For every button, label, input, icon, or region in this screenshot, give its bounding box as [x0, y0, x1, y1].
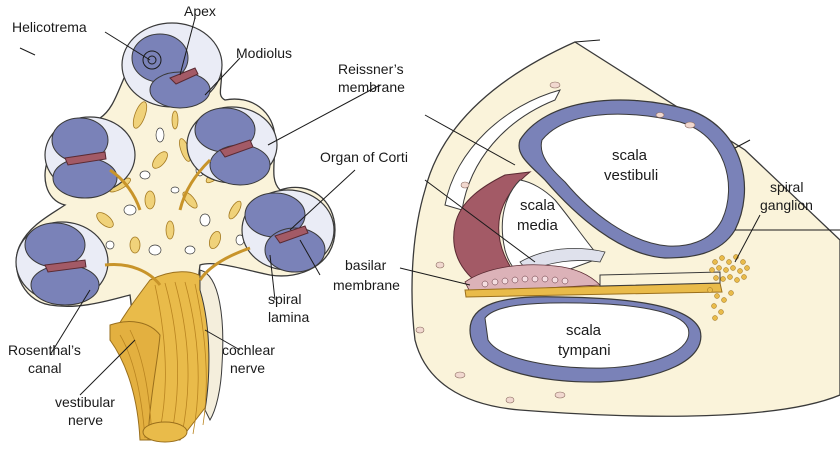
label-scala-vestibuli-2: vestibuli: [604, 167, 658, 184]
label-rosenthals: Rosenthal’s: [8, 342, 81, 358]
osseous-spiral-lamina: [600, 272, 720, 286]
label-modiolus: Modiolus: [236, 45, 292, 61]
label-scala-tympani-2: tympani: [558, 342, 611, 359]
bone-outer-line-top: [575, 40, 600, 42]
label-basilar: basilar: [345, 257, 387, 273]
label-cochlear-nerve: nerve: [230, 360, 265, 376]
label-helicotrema: Helicotrema: [12, 19, 87, 35]
label-cochlear: cochlear: [222, 342, 275, 358]
label-apex: Apex: [184, 3, 216, 19]
bone-outer-line-right: [735, 140, 750, 148]
label-scala-media-1: scala: [520, 197, 556, 214]
label-scala-vestibuli-1: scala: [612, 147, 648, 164]
label-spiral-ganglion-1: spiral: [770, 179, 803, 195]
label-scala-media-2: media: [517, 217, 559, 234]
label-vestibular-nerve: nerve: [68, 412, 103, 428]
cochlear-turn-apex: [122, 23, 222, 108]
cochlea-cross-section: [16, 23, 335, 442]
cochlear-duct-detail: [412, 40, 840, 416]
label-reissners-membrane: membrane: [338, 79, 405, 95]
label-vestibular: vestibular: [55, 394, 115, 410]
nerve-cut-end: [143, 422, 187, 442]
label-spiral-lamina-1: spiral: [268, 291, 301, 307]
label-spiral-ganglion-2: ganglion: [760, 197, 813, 213]
label-spiral-lamina-2: lamina: [268, 309, 309, 325]
label-scala-tympani-1: scala: [566, 322, 602, 339]
label-reissners: Reissner’s: [338, 61, 404, 77]
label-basilar-membrane: membrane: [333, 277, 400, 293]
label-organ-of-corti: Organ of Corti: [320, 149, 408, 165]
label-rosenthals-canal: canal: [28, 360, 61, 376]
